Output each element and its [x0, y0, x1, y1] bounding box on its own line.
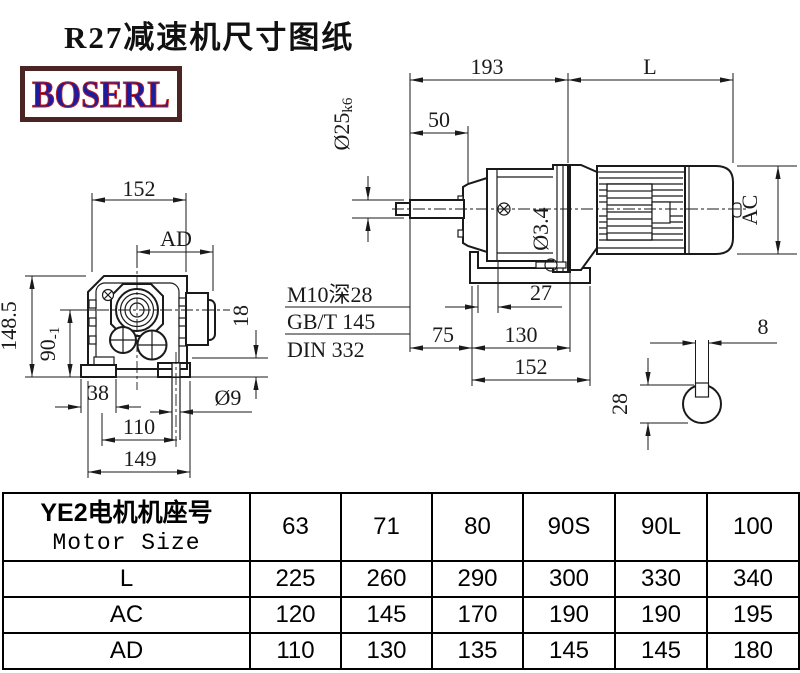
header-en: Motor Size — [52, 529, 201, 556]
stator-laminations — [607, 197, 652, 227]
cell: 190 — [522, 596, 616, 634]
dim-28: 28 — [607, 393, 632, 415]
shaft-key-dimensions: 8 28 — [607, 314, 777, 450]
dim-hole-o9: Ø9 — [215, 385, 242, 410]
dim-50: 50 — [428, 107, 450, 132]
bell-tab — [457, 229, 464, 238]
cell: 130 — [340, 632, 433, 670]
dim-height-148-5: 148.5 — [0, 301, 21, 351]
motor-size-col: 90L — [614, 492, 708, 562]
thread-note-m10: M10深28 — [287, 282, 373, 307]
row-label: AD — [2, 632, 251, 670]
terminal-box — [185, 292, 209, 346]
fan-cover — [684, 165, 734, 255]
keyway-slot — [694, 382, 710, 398]
cell: 340 — [706, 560, 800, 598]
motor-size-col: 63 — [249, 492, 342, 562]
motor-size-col: 71 — [340, 492, 433, 562]
motor-flange-adapter — [569, 164, 598, 271]
cell: 190 — [614, 596, 708, 634]
boserl-logo-text: BOSERL — [32, 74, 170, 114]
foot-pad-left — [80, 364, 117, 378]
page-title: R27减速机尺寸图纸 — [64, 20, 355, 55]
flange-foot-pad — [535, 261, 567, 269]
cell: 300 — [522, 560, 616, 598]
standard-gbt145: GB/T 145 — [287, 309, 375, 334]
dim-110: 110 — [123, 414, 155, 439]
shaft-key-section: 8 28 — [607, 314, 777, 450]
cell: 110 — [249, 632, 342, 670]
dim-130: 130 — [505, 322, 538, 347]
gearbox-housing-side — [486, 164, 571, 273]
side-view — [392, 164, 748, 284]
front-view — [76, 256, 230, 447]
shaft-end-cap — [732, 202, 742, 218]
motor-size-col: 100 — [706, 492, 800, 562]
stator-hatch — [606, 232, 653, 241]
cell: 170 — [431, 596, 524, 634]
dim-AD: AD — [160, 226, 192, 251]
standard-din332: DIN 332 — [287, 337, 365, 362]
rib — [88, 335, 97, 345]
dim-149: 149 — [124, 446, 157, 471]
dim-center-height-90: 90-1 — [35, 327, 63, 362]
table-row: AD 110 130 135 145 145 180 — [2, 632, 800, 670]
small-drain-hole — [544, 258, 558, 272]
header-cn: YE2电机机座号 — [40, 499, 213, 528]
dim-L: L — [643, 54, 656, 79]
dim-75: 75 — [432, 322, 454, 347]
row-label: AC — [2, 596, 251, 634]
cell: 135 — [431, 632, 524, 670]
rib — [88, 317, 97, 327]
motor-size-table: YE2电机机座号 Motor Size 63 71 80 90S 90L 100… — [2, 492, 800, 670]
dim-shaft-o25k6: Ø25k6 — [329, 97, 356, 150]
dim-193: 193 — [471, 54, 504, 79]
dim-AC: AC — [737, 195, 762, 226]
boserl-logo: BOSERL — [20, 66, 182, 122]
cell: 145 — [340, 596, 433, 634]
table-header-motor-size: YE2电机机座号 Motor Size — [2, 492, 251, 562]
rib — [178, 317, 187, 327]
table-row: AC 120 145 170 190 190 195 — [2, 596, 800, 634]
front-view-dimensions: 152 AD 148.5 90-1 18 38 110 — [0, 176, 268, 478]
motor-size-col: 90S — [522, 492, 616, 562]
input-bell-housing — [462, 176, 488, 254]
cell: 180 — [706, 632, 800, 670]
stator-hatch — [606, 183, 653, 192]
cell: 195 — [706, 596, 800, 634]
rib — [88, 299, 97, 309]
dim-pad-18: 18 — [228, 305, 253, 327]
cell: 145 — [614, 632, 708, 670]
dim-foot-38: 38 — [87, 380, 109, 405]
gearbox-foot-side — [469, 251, 591, 284]
row-label: L — [2, 560, 251, 598]
vent-screw-cross — [103, 290, 113, 300]
cell: 330 — [614, 560, 708, 598]
cell: 145 — [522, 632, 616, 670]
cell: 225 — [249, 560, 342, 598]
dim-hole-o3-4: Ø3.4 — [528, 207, 553, 250]
dim-27: 27 — [530, 280, 552, 305]
dim-key-8: 8 — [758, 314, 769, 339]
rib — [178, 337, 187, 347]
cell: 290 — [431, 560, 524, 598]
motor-nameplate — [651, 201, 671, 224]
rib — [178, 297, 187, 307]
dim-width-152: 152 — [123, 176, 156, 201]
cell: 120 — [249, 596, 342, 634]
table-row: L 225 260 290 300 330 340 — [2, 560, 800, 598]
motor-size-col: 80 — [431, 492, 524, 562]
table-header-row: YE2电机机座号 Motor Size 63 71 80 90S 90L 100 — [2, 492, 800, 562]
boserl-logo-text-svg: BOSERL — [32, 74, 171, 114]
side-view-dimensions: 193 L 50 Ø25k6 M10深28 GB/T 145 DIN 332 2… — [285, 54, 797, 386]
dim-152-foot: 152 — [515, 354, 548, 379]
cell: 260 — [340, 560, 433, 598]
